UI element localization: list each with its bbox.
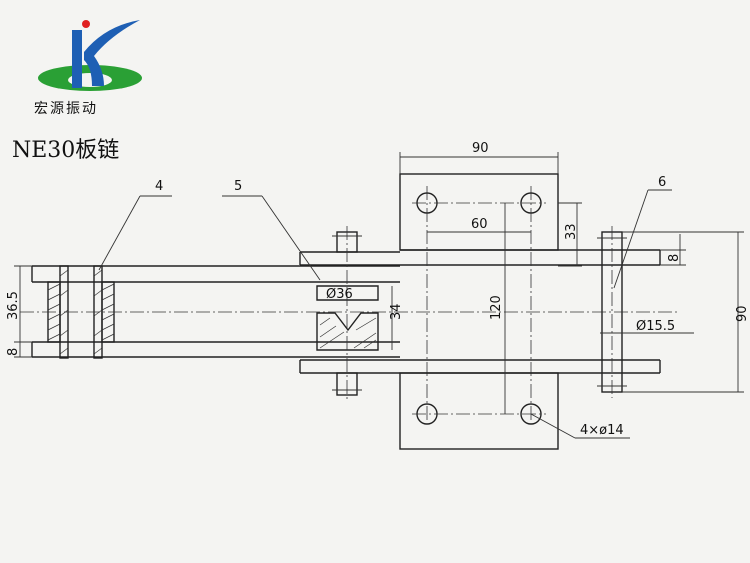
dim-8-right: 8 [667,254,682,262]
attachment-plate-top [399,173,559,420]
dimension-lines [14,152,744,439]
part-label-4: 4 [155,179,163,194]
holes-callout: 4×ø14 [580,423,624,438]
dim-36-5: 36.5 [6,291,21,320]
brand-name: 宏源振动 [34,101,98,117]
chain-link-plates [31,249,661,374]
dim-33: 33 [564,223,579,240]
dimension-labels: 90 60 33 120 Ø36 34 36.5 8 8 Ø15.5 90 4 … [6,141,750,438]
attachment-plate-bottom [399,372,559,450]
dim-phi15-5: Ø15.5 [636,319,675,334]
dim-90-right: 90 [735,305,750,322]
dim-8-left: 8 [6,348,21,356]
company-logo [38,20,142,91]
dim-phi36: Ø36 [326,287,353,302]
dim-60: 60 [471,217,488,232]
center-roller-section [316,226,379,400]
part-label-5: 5 [234,179,242,194]
dim-34: 34 [389,303,404,320]
dim-120: 120 [489,295,504,320]
dim-90-top: 90 [472,141,489,156]
part-label-6: 6 [658,175,666,190]
drawing-title: NE30板链 [12,138,120,163]
